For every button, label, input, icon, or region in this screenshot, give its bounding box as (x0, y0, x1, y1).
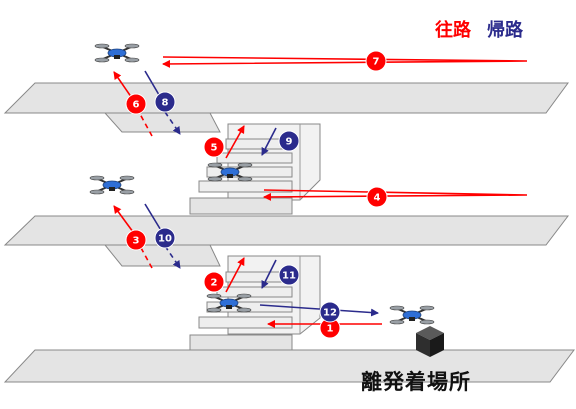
step-marker-number: 12 (323, 308, 337, 319)
route-arrow-5 (225, 125, 245, 159)
step-marker-number: 1 (327, 324, 334, 335)
step-marker-number: 4 (374, 193, 381, 204)
step-marker-circle (278, 264, 300, 286)
step-marker-6: 6 (125, 93, 147, 115)
route-arrow-9 (261, 127, 277, 156)
step-marker-number: 5 (211, 143, 218, 154)
step-marker-11: 11 (278, 264, 300, 286)
outbound-arrows (113, 56, 528, 328)
stairwell-upper (103, 112, 321, 215)
floor-top (3, 82, 569, 114)
route-arrow-10b (164, 245, 181, 269)
step-marker-9: 9 (278, 130, 300, 152)
outbound-legend-label: 往路 (435, 20, 471, 41)
step-marker-number: 10 (158, 234, 172, 245)
takeoff-box-icon (416, 326, 444, 357)
floor-middle (3, 215, 570, 246)
route-arrow-3a (139, 245, 153, 269)
step-marker-circle (203, 136, 225, 158)
route-arrow-12 (259, 304, 379, 317)
step-marker-number: 11 (282, 271, 296, 282)
step-marker-number: 2 (211, 278, 218, 289)
route-arrow-4 (263, 189, 528, 201)
step-marker-circle (125, 229, 147, 251)
step-marker-3: 3 (125, 229, 147, 251)
step-marker-7: 7 (365, 50, 387, 72)
route-arrow-7 (162, 56, 528, 68)
route-arrow-2 (225, 257, 245, 293)
floor-ground (3, 349, 575, 383)
route-arrow-11 (261, 259, 277, 289)
route-arrow-10a (144, 203, 163, 233)
step-marker-10: 10 (154, 227, 176, 249)
step-marker-12: 12 (319, 301, 341, 323)
step-marker-2: 2 (203, 271, 225, 293)
step-marker-circle (203, 271, 225, 293)
step-marker-8: 8 (154, 91, 176, 113)
step-marker-circle (319, 301, 341, 323)
takeoff-landing-site-label: 離発着場所 (361, 370, 471, 394)
drone-icon (89, 175, 135, 195)
step-marker-circle (125, 93, 147, 115)
step-marker-5: 5 (203, 136, 225, 158)
step-marker-number: 8 (162, 98, 169, 109)
step-marker-number: 7 (373, 57, 380, 68)
step-marker-circle (365, 50, 387, 72)
return-legend-label: 帰路 (487, 20, 523, 41)
step-marker-circle (366, 186, 388, 208)
step-marker-circle (154, 227, 176, 249)
step-marker-number: 9 (286, 137, 293, 148)
step-marker-4: 4 (366, 186, 388, 208)
route-arrow-8b (164, 111, 181, 135)
route-arrow-6a (139, 113, 153, 137)
step-marker-number: 3 (133, 236, 140, 247)
drone-icon (94, 43, 140, 63)
step-marker-circle (154, 91, 176, 113)
drone-icon (389, 305, 435, 325)
step-marker-circle (278, 130, 300, 152)
step-marker-number: 6 (133, 100, 140, 111)
